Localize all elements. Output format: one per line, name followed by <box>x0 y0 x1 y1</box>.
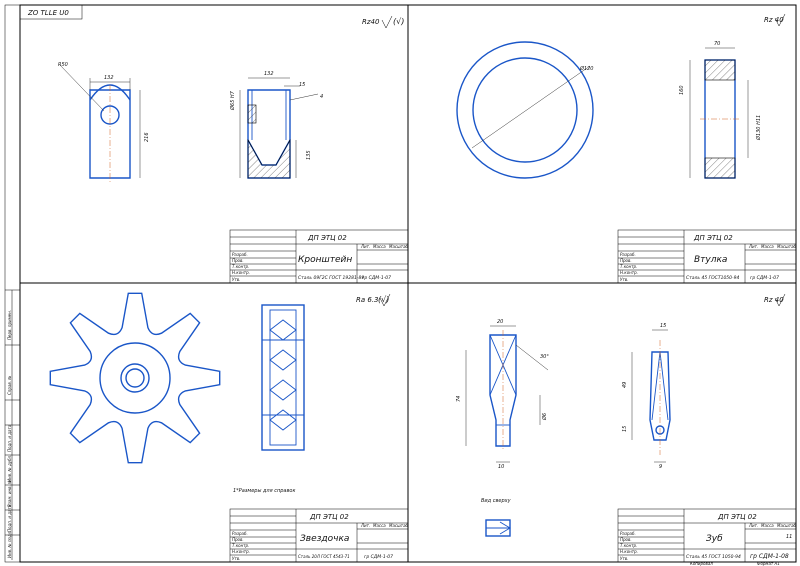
svg-text:Утв.: Утв. <box>232 556 240 561</box>
svg-text:216: 216 <box>144 132 150 142</box>
svg-text:Rz 40: Rz 40 <box>764 16 784 24</box>
svg-text:Звездочка: Звездочка <box>300 534 349 544</box>
svg-text:Масштаб: Масштаб <box>777 244 797 249</box>
tooth-title-block: ДП ЭТЦ 02 Зуб Сталь 45 ГОСТ 1050-94 гр С… <box>617 508 797 563</box>
svg-text:Разраб.: Разраб. <box>620 531 636 536</box>
svg-text:Н.контр.: Н.контр. <box>232 270 250 275</box>
svg-text:Н.контр.: Н.контр. <box>232 549 250 554</box>
svg-text:R50: R50 <box>58 62 68 68</box>
svg-text:4: 4 <box>320 94 323 100</box>
svg-text:Масса: Масса <box>761 523 774 528</box>
bushing-drawing: Rz 40 Ø120 70 160 Ø130 H11 ДП Э <box>456 13 797 284</box>
svg-text:Лит.: Лит. <box>360 523 370 528</box>
svg-text:Утв.: Утв. <box>620 277 628 282</box>
svg-text:Т.контр.: Т.контр. <box>620 264 637 269</box>
svg-text:ДП ЭТЦ 02: ДП ЭТЦ 02 <box>307 234 347 242</box>
svg-text:ZO TLLE U0: ZO TLLE U0 <box>27 9 69 17</box>
svg-text:Разраб.: Разраб. <box>232 531 248 536</box>
svg-text:Сталь 45 ГОСТ1050-94: Сталь 45 ГОСТ1050-94 <box>686 275 740 281</box>
svg-text:74: 74 <box>456 396 462 402</box>
svg-text:10: 10 <box>498 464 504 470</box>
svg-text:Н.контр.: Н.контр. <box>620 270 638 275</box>
svg-text:Подп. и дата: Подп. и дата <box>7 424 12 452</box>
side-stamps: Перв. примен. Справ. № Подп. и дата Инв.… <box>5 289 20 560</box>
svg-text:Инв. № подл.: Инв. № подл. <box>7 530 12 558</box>
svg-text:Ø65 H7: Ø65 H7 <box>229 90 236 111</box>
svg-text:Ra 6.3: Ra 6.3 <box>356 296 379 304</box>
svg-text:20: 20 <box>497 319 503 325</box>
svg-text:1*Размеры для справок: 1*Размеры для справок <box>233 488 296 494</box>
svg-text:ДП ЭТЦ 02: ДП ЭТЦ 02 <box>309 513 349 521</box>
svg-text:гр СДМ-1-08: гр СДМ-1-08 <box>750 553 789 560</box>
svg-text:Кронштейн: Кронштейн <box>298 255 352 265</box>
svg-text:Масса: Масса <box>373 244 386 249</box>
svg-text:Пров.: Пров. <box>620 258 632 263</box>
svg-text:Т.контр.: Т.контр. <box>620 543 637 548</box>
svg-text:Подп. и дата: Подп. и дата <box>7 504 12 532</box>
svg-text:Масштаб: Масштаб <box>777 523 797 528</box>
svg-text:Лит.: Лит. <box>748 523 758 528</box>
svg-text:Лит.: Лит. <box>748 244 758 249</box>
svg-text:Перв. примен.: Перв. примен. <box>7 310 12 340</box>
svg-text:гр СДМ-1-07: гр СДМ-1-07 <box>750 275 779 281</box>
svg-text:Rz 40: Rz 40 <box>764 296 784 304</box>
svg-text:11: 11 <box>786 534 792 540</box>
svg-text:Ø6: Ø6 <box>541 413 548 421</box>
svg-text:Утв.: Утв. <box>620 556 628 561</box>
svg-text:Разраб.: Разраб. <box>232 252 248 257</box>
svg-text:Сталь 20Л ГОСТ 4543-71: Сталь 20Л ГОСТ 4543-71 <box>298 554 350 559</box>
bracket-title-block: ДП ЭТЦ 02 Кронштейн Сталь 09Г2С ГОСТ 192… <box>229 229 409 284</box>
svg-text:Т.контр.: Т.контр. <box>232 543 249 548</box>
svg-text:гр СДМ-1-07: гр СДМ-1-07 <box>364 554 393 560</box>
corner-label: ZO TLLE U0 <box>19 4 83 20</box>
svg-text:Разраб.: Разраб. <box>620 252 636 257</box>
svg-text:Формат А1: Формат А1 <box>757 561 780 566</box>
svg-text:Копировал: Копировал <box>690 561 713 566</box>
bracket-drawing: Rz40 (√) R50 132 216 132 Ø65 H7 15 4 135 <box>58 15 409 284</box>
sprocket-title-block: ДП ЭТЦ 02 Звездочка Сталь 20Л ГОСТ 4543-… <box>229 508 409 563</box>
svg-text:Лит.: Лит. <box>360 244 370 249</box>
svg-text:Сталь 09Г2С ГОСТ 19281-89: Сталь 09Г2С ГОСТ 19281-89 <box>298 275 364 281</box>
svg-text:132: 132 <box>104 75 114 81</box>
bushing-title-block: ДП ЭТЦ 02 Втулка Сталь 45 ГОСТ1050-94 гр… <box>617 229 797 284</box>
svg-text:Масштаб: Масштаб <box>389 244 409 249</box>
svg-text:Ø130 H11: Ø130 H11 <box>755 115 762 141</box>
svg-text:(√): (√) <box>393 17 404 26</box>
svg-text:132: 132 <box>264 71 274 77</box>
svg-text:15: 15 <box>299 82 305 88</box>
sprocket-drawing: Ra 6.3 (√) 1*Размеры для справок ДП ЭТ <box>49 292 409 563</box>
svg-text:15: 15 <box>660 323 666 329</box>
svg-text:Пров.: Пров. <box>232 537 244 542</box>
svg-text:Масштаб: Масштаб <box>389 523 409 528</box>
svg-text:Справ. №: Справ. № <box>7 376 12 395</box>
svg-text:Rz40: Rz40 <box>362 18 380 26</box>
svg-text:гр СДМ-1-07: гр СДМ-1-07 <box>362 275 391 281</box>
svg-text:135: 135 <box>306 150 312 160</box>
svg-text:Утв.: Утв. <box>232 277 240 282</box>
svg-text:70: 70 <box>714 41 720 47</box>
svg-text:Втулка: Втулка <box>694 255 727 265</box>
svg-text:Пров.: Пров. <box>620 537 632 542</box>
svg-text:Зуб: Зуб <box>706 534 723 544</box>
svg-text:Пров.: Пров. <box>232 258 244 263</box>
svg-text:160: 160 <box>679 85 685 95</box>
svg-text:Сталь 45 ГОСТ 1050-94: Сталь 45 ГОСТ 1050-94 <box>686 554 741 560</box>
svg-text:ДП ЭТЦ 02: ДП ЭТЦ 02 <box>717 513 757 521</box>
svg-text:Масса: Масса <box>373 523 386 528</box>
svg-text:ДП ЭТЦ 02: ДП ЭТЦ 02 <box>693 234 733 242</box>
svg-text:9: 9 <box>659 464 662 470</box>
svg-text:Вид сверху: Вид сверху <box>481 498 512 504</box>
svg-text:(√): (√) <box>378 295 389 304</box>
svg-text:Масса: Масса <box>761 244 774 249</box>
svg-text:30°: 30° <box>540 354 549 360</box>
svg-text:15: 15 <box>622 426 628 432</box>
svg-text:49: 49 <box>622 382 628 388</box>
svg-text:Ø120: Ø120 <box>579 65 593 72</box>
svg-text:Н.контр.: Н.контр. <box>620 549 638 554</box>
svg-text:Инв. № дубл.: Инв. № дубл. <box>7 455 12 482</box>
svg-text:Взам. инв. №: Взам. инв. № <box>7 480 12 507</box>
svg-text:Т.контр.: Т.контр. <box>232 264 249 269</box>
tooth-drawing: Rz 40 20 30° 74 Ø6 10 15 49 15 9 Вид све… <box>456 293 797 563</box>
